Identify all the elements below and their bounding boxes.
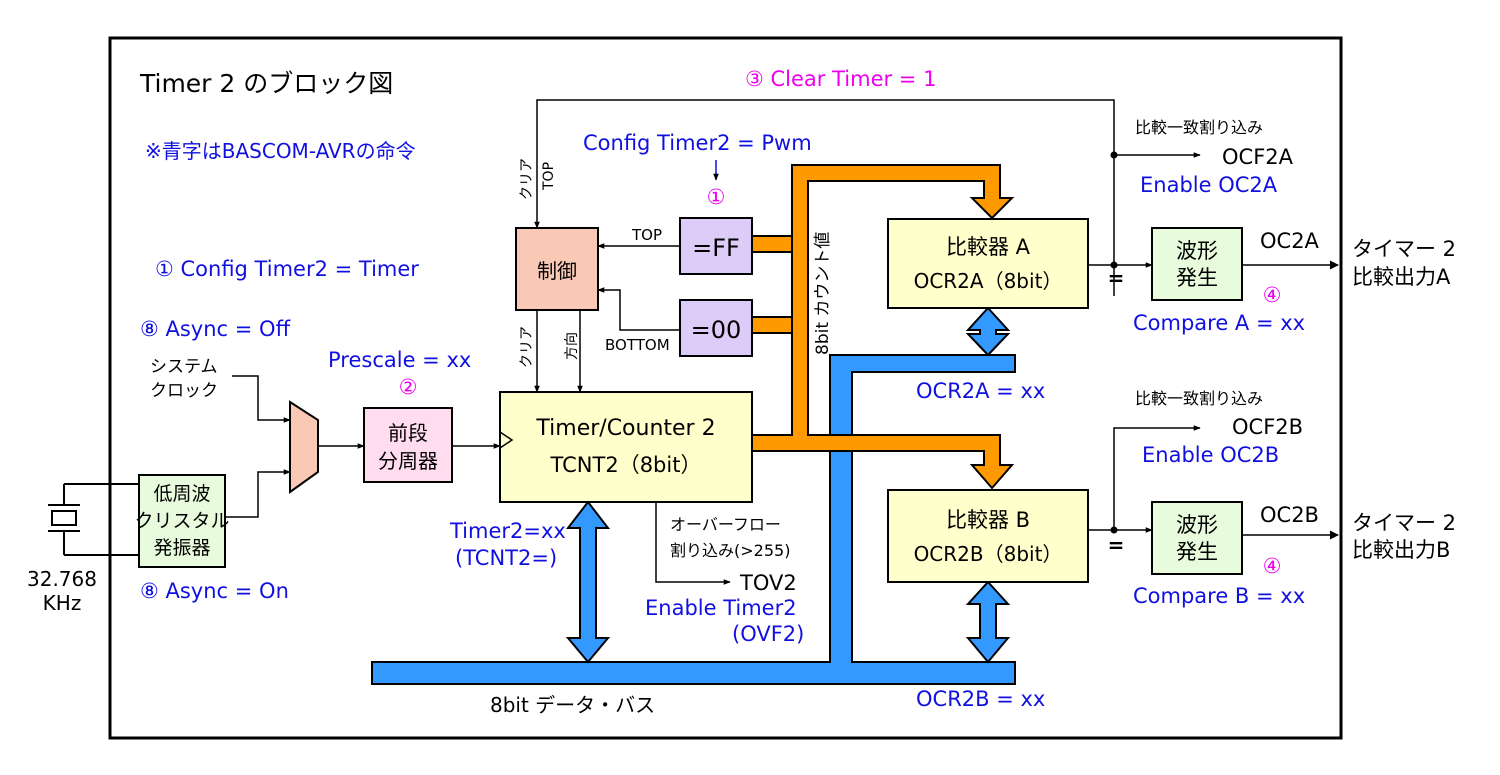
async-off-label: ⑧ Async = Off [140,317,291,341]
output-a-line2: 比較出力A [1352,265,1451,289]
tcnt2-set-label: (TCNT2=) [455,546,557,570]
enable-oc2b-label: Enable OC2B [1142,443,1279,467]
async-on-label: ⑧ Async = On [140,579,289,603]
output-a-line1: タイマー 2 [1352,237,1456,261]
comparator-b-register: OCR2B（8bit） [914,542,1063,566]
ocr2b-set-label: OCR2B = xx [916,687,1045,711]
overflow-label-line2: 割り込み(>255) [670,541,790,560]
bus-arrow-ocr2a [965,306,1011,357]
prescale-step-marker: ② [399,375,418,399]
oc2a-label: OC2A [1260,229,1320,253]
waveform-b-line2: 発生 [1176,540,1218,564]
junction-dot-b [1110,526,1118,534]
waveform-a-line2: 発生 [1176,266,1218,290]
prescaler-line1: 前段 [388,421,428,445]
ocf2b-flag: OCF2B [1232,415,1303,439]
system-clock-line1: システム [150,357,218,377]
enable-timer2-label: Enable Timer2 [645,596,797,620]
oscillator-block [138,474,226,568]
counter-register: TCNT2（8bit） [550,453,702,477]
comparator-a-block [887,218,1089,309]
top-label: TOP [631,226,662,244]
comparator-a-register: OCR2A（8bit） [914,269,1063,293]
clear-counter-label: クリア [519,326,535,368]
oscillator-line2: クリスタル [134,510,229,532]
system-clock-line2: クロック [150,381,218,401]
ocr2a-set-label: OCR2A = xx [916,379,1045,403]
waveform-b-line1: 波形 [1176,513,1218,537]
clear-top-label: クリア [519,158,535,200]
oscillator-line1: 低周波 [153,483,210,505]
signal-wires [225,99,1339,585]
compare-match-a-label: 比較一致割り込み [1135,118,1263,137]
diagram-frame [108,36,1343,740]
clock-select-mux [289,400,319,494]
diagram-title: Timer 2 のブロック図 [139,69,393,98]
overflow-label-line1: オーバーフロー [670,515,781,534]
output-b-line2: 比較出力B [1352,538,1450,562]
prescaler-line2: 分周器 [378,449,438,473]
oscillator-line3: 発振器 [153,537,210,559]
counter-name: Timer/Counter 2 [535,416,715,441]
pwm-step-marker: ① [707,185,726,209]
comparator-a-title: 比較器 A [946,235,1031,259]
ocf2a-flag: OCF2A [1222,145,1294,169]
timer2-set-label: Timer2=xx [449,519,566,543]
direction-label: 方向 [564,332,580,360]
compare-b-marker: ④ [1263,554,1282,578]
prescale-label: Prescale = xx [328,348,471,372]
crystal-unit: KHz [43,591,82,615]
zero-compare-block [679,299,753,357]
clear-timer-label: ③ Clear Timer = 1 [745,67,936,91]
waveform-b-block [1151,501,1243,575]
bottom-label: BOTTOM [605,336,670,354]
ovf2-label: (OVF2) [732,622,804,646]
counter-block [499,391,753,503]
clock-input-marker [499,431,514,449]
ff-compare-block [679,217,753,275]
tov2-flag: TOV2 [739,571,797,595]
crystal-frequency: 32.768 [27,567,97,591]
config-timer-label: ① Config Timer2 = Timer [155,257,419,281]
top-vertical-label: TOP [541,162,557,191]
data-bus-label: 8bit データ・バス [490,693,655,717]
waveform-a-line1: 波形 [1176,239,1218,263]
compare-a-label: Compare A = xx [1133,311,1305,335]
control-label: 制御 [537,259,577,283]
crystal-icon [48,483,139,556]
bus-arrow-counter [565,500,611,664]
enable-oc2a-label: Enable OC2A [1140,173,1278,197]
compare-match-b-label: 比較一致割り込み [1135,389,1263,408]
prescaler-block [363,407,453,483]
ff-label: =FF [692,234,740,262]
compare-a-marker: ④ [1263,283,1282,307]
junction-dot-a [1110,261,1118,269]
output-b-line1: タイマー 2 [1352,511,1456,535]
comparator-b-title: 比較器 B [946,508,1030,532]
junction-dot-a-flag [1110,151,1118,159]
equal-a-marker: = [1108,266,1125,290]
config-pwm-label: Config Timer2 = Pwm [583,131,812,155]
data-bus [371,354,1016,685]
count-value-label: 8bit カウント値 [813,232,833,355]
equal-b-marker: = [1108,533,1125,557]
legend-note: ※青字はBASCOM-AVRの命令 [145,139,416,163]
control-block [515,227,599,311]
compare-b-label: Compare B = xx [1133,584,1305,608]
comparator-b-block [887,489,1089,583]
bus-arrow-ocr2b [965,580,1011,664]
oc2b-label: OC2B [1260,503,1319,527]
waveform-a-block [1151,227,1243,301]
count-bus [751,164,1015,490]
zero-label: =00 [691,316,742,344]
